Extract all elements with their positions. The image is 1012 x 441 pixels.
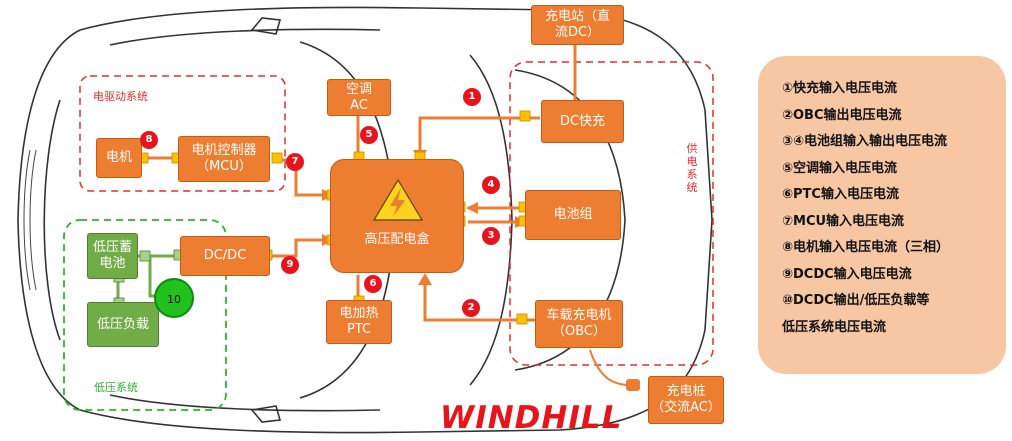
ac-cable xyxy=(589,349,631,386)
legend-item: 低压系统电压电流 xyxy=(782,319,887,335)
motor-controller: 电机控制器 （MCU） xyxy=(178,136,270,182)
marker-1: 1 xyxy=(463,88,481,106)
legend-item: ③④电池组输入输出电压电流 xyxy=(782,134,948,149)
low-voltage-system-label: 低压系统 xyxy=(94,381,138,394)
power-supply-border xyxy=(509,61,714,366)
power-supply-system-label: 供 电 系 统 xyxy=(686,142,698,194)
dcdc-to-hv-link xyxy=(270,238,330,258)
legend-item: ⑤空调输入电压电流 xyxy=(782,160,898,176)
marker-9: 9 xyxy=(281,256,299,274)
marker-6: 6 xyxy=(364,275,382,293)
legend-item: ⑦MCU输入电压电流 xyxy=(782,213,905,229)
drive-system-label: 电驱动系统 xyxy=(93,90,148,103)
legend-item: ⑧电机输入电压电流（三相） xyxy=(782,240,950,255)
air-conditioner: 空调 AC xyxy=(327,79,391,116)
motor: 电机 xyxy=(96,138,142,178)
dcdc-converter: DC/DC xyxy=(180,236,270,276)
legend-item: ⑨DCDC输入电压电流 xyxy=(782,266,912,282)
marker-10: 10 xyxy=(154,278,194,318)
low-voltage-border xyxy=(63,219,227,411)
legend-item: ⑥PTC输入电压电流 xyxy=(782,187,899,202)
dc-fast-charge: DC快充 xyxy=(541,100,624,143)
marker-4: 4 xyxy=(482,176,500,194)
lv-battery: 低压蓄 电池 xyxy=(87,233,138,279)
legend-item: ①快充输入电压电流 xyxy=(782,81,898,96)
ac-plug xyxy=(626,379,640,391)
marker-5: 5 xyxy=(360,126,378,144)
marker-7: 7 xyxy=(286,153,304,171)
brand-logo: WINDHILL xyxy=(440,400,623,436)
arrow-battery-in xyxy=(466,202,478,214)
hv-distribution-box-label: 高压配电盒 xyxy=(364,232,430,247)
ptc-heater: 电加热 PTC xyxy=(326,300,392,344)
legend-item: ⑩DCDC输出/低压负载等 xyxy=(782,293,930,308)
high-voltage-warning-icon xyxy=(372,178,424,221)
arrow-obc xyxy=(418,273,432,285)
charging-station-dc: 充电站（直 流DC） xyxy=(531,5,624,45)
marker-8: 8 xyxy=(140,131,158,149)
obc-to-hv-link xyxy=(423,275,535,322)
dc-fast-to-hv-link xyxy=(418,116,540,160)
charging-pile-ac: 充电桩 （交流AC） xyxy=(648,376,724,424)
marker-2: 2 xyxy=(462,299,480,317)
battery-pack: 电池组 xyxy=(525,190,621,240)
lv-load: 低压负载 xyxy=(87,302,159,347)
hv-distribution-box: 高压配电盒 xyxy=(330,159,464,273)
marker-3: 3 xyxy=(482,227,500,245)
legend-panel: ①快充输入电压电流 ②OBC输出电压电流 ③④电池组输入输出电压电流 ⑤空调输入… xyxy=(758,56,1006,374)
legend-item: ②OBC输出电压电流 xyxy=(782,107,902,123)
on-board-charger: 车载充电机 （OBC） xyxy=(535,300,623,348)
